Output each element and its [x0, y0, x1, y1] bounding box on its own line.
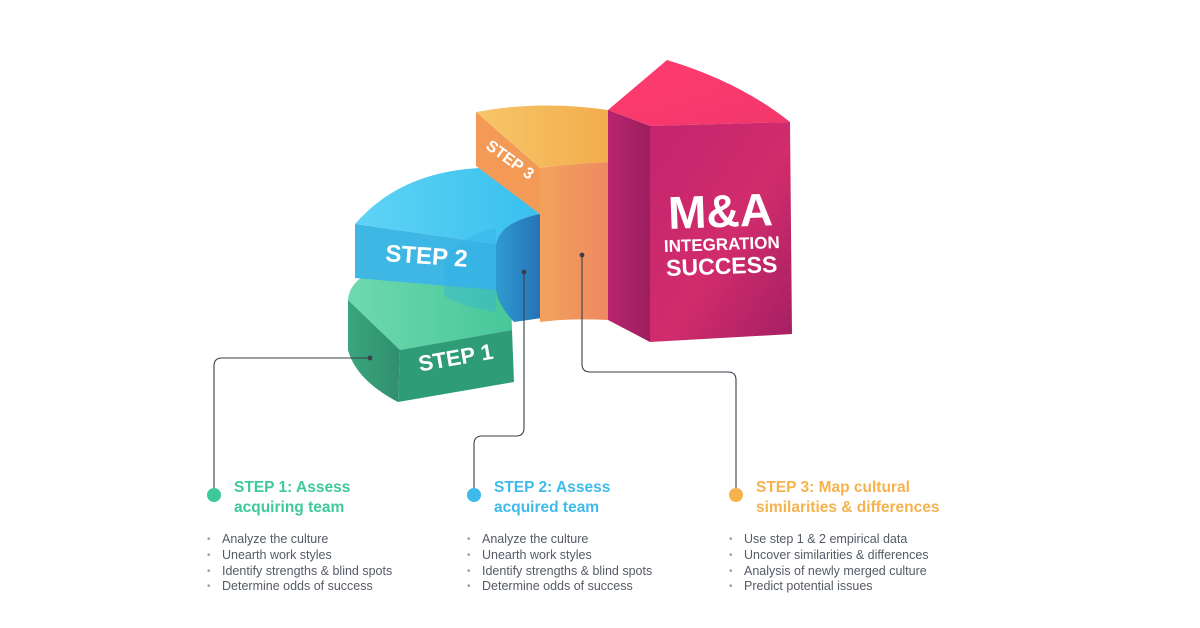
- success-title: M&A: [667, 183, 774, 239]
- step1-bullets: Analyze the culture Unearth work styles …: [207, 532, 457, 595]
- step3-dot: [729, 488, 743, 502]
- step2-bullets: Analyze the culture Unearth work styles …: [467, 532, 717, 595]
- connector-step1-anchor: [367, 355, 373, 361]
- connectors: [213, 255, 737, 488]
- list-item: Determine odds of success: [467, 579, 717, 595]
- step3-title: STEP 3: Map cultural similarities & diff…: [756, 479, 940, 516]
- list-item: Analysis of newly merged culture: [729, 564, 999, 580]
- step3-block: STEP 3: Map cultural similarities & diff…: [729, 478, 999, 595]
- list-item: Unearth work styles: [467, 548, 717, 564]
- success-subtitle-1: INTEGRATION: [664, 233, 780, 256]
- step2-block: STEP 2: Assess acquired team Analyze the…: [467, 478, 717, 595]
- step2-tier: [355, 168, 542, 322]
- list-item: Identify strengths & blind spots: [207, 564, 457, 580]
- step3-bullets: Use step 1 & 2 empirical data Uncover si…: [729, 532, 999, 595]
- connector-step3: [581, 255, 737, 488]
- list-item: Analyze the culture: [207, 532, 457, 548]
- step2-title: STEP 2: Assess acquired team: [494, 479, 611, 516]
- step1-dot: [207, 488, 221, 502]
- connector-step2-anchor: [521, 269, 527, 275]
- step3-tier: [476, 105, 608, 322]
- list-item: Identify strengths & blind spots: [467, 564, 717, 580]
- step1-block: STEP 1: Assess acquiring team Analyze th…: [207, 478, 457, 595]
- connector-step1: [213, 357, 370, 488]
- list-item: Unearth work styles: [207, 548, 457, 564]
- list-item: Use step 1 & 2 empirical data: [729, 532, 999, 548]
- connector-step3-anchor: [579, 252, 585, 258]
- connector-step2: [473, 272, 525, 488]
- list-item: Predict potential issues: [729, 579, 999, 595]
- success-subtitle-2: SUCCESS: [666, 251, 778, 281]
- step1-title: STEP 1: Assess acquiring team: [234, 479, 351, 516]
- step2-dot: [467, 488, 481, 502]
- list-item: Uncover similarities & differences: [729, 548, 999, 564]
- list-item: Determine odds of success: [207, 579, 457, 595]
- list-item: Analyze the culture: [467, 532, 717, 548]
- success-tier: [608, 60, 792, 342]
- step2-tier-label: STEP 2: [385, 240, 469, 273]
